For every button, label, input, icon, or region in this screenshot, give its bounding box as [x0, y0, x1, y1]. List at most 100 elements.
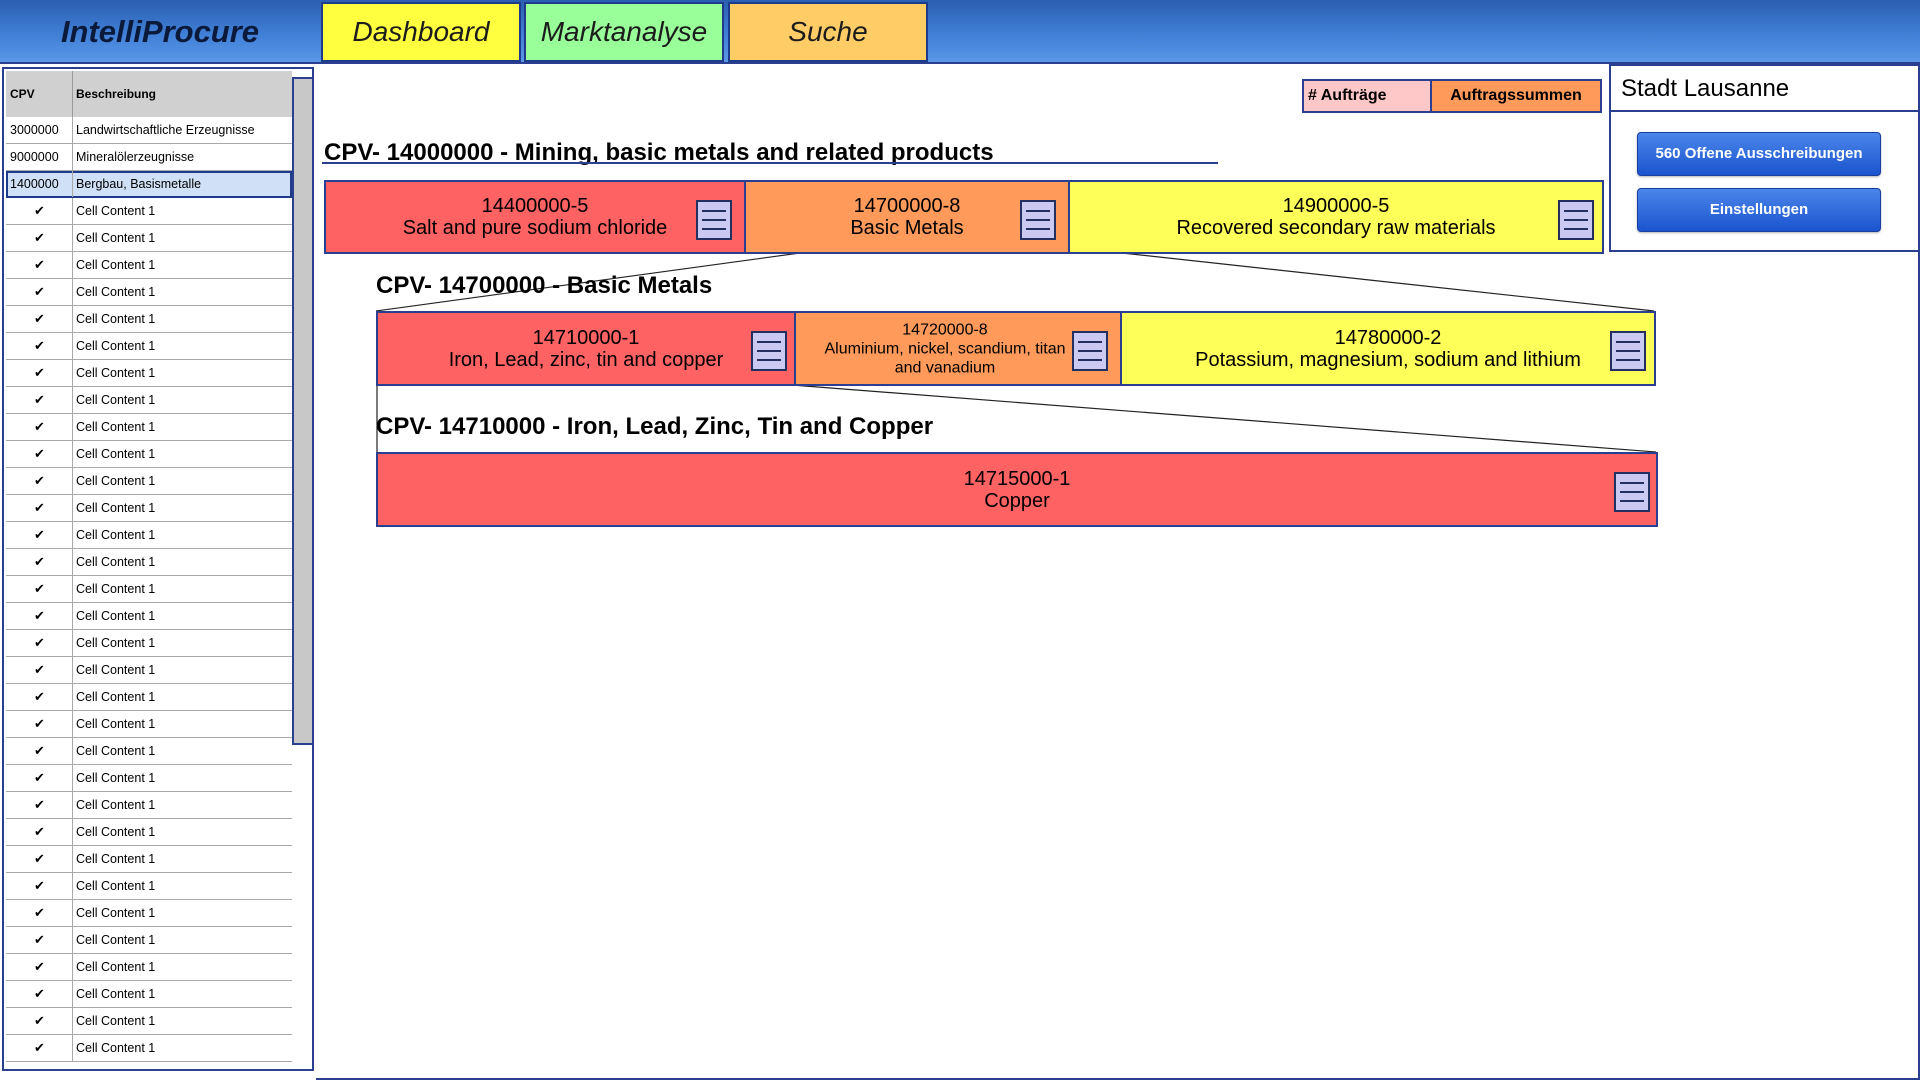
table-row[interactable]: ✔Cell Content 1	[6, 387, 292, 414]
checkbox[interactable]: ✔	[34, 257, 45, 272]
table-row[interactable]: ✔Cell Content 1	[6, 279, 292, 306]
checkbox[interactable]: ✔	[34, 1040, 45, 1055]
checkbox[interactable]: ✔	[34, 527, 45, 542]
checkbox[interactable]: ✔	[34, 500, 45, 515]
checkbox[interactable]: ✔	[34, 338, 45, 353]
table-row[interactable]: ✔Cell Content 1	[6, 657, 292, 684]
checkbox[interactable]: ✔	[34, 392, 45, 407]
checkbox[interactable]: ✔	[34, 986, 45, 1001]
checkbox[interactable]: ✔	[34, 770, 45, 785]
checkbox[interactable]: ✔	[34, 959, 45, 974]
table-row[interactable]: ✔Cell Content 1	[6, 846, 292, 873]
checkbox[interactable]: ✔	[34, 716, 45, 731]
table-row[interactable]: ✔Cell Content 1	[6, 765, 292, 792]
checkbox[interactable]: ✔	[34, 878, 45, 893]
cell-content: Cell Content 1	[76, 474, 156, 488]
table-row[interactable]: ✔Cell Content 1	[6, 549, 292, 576]
legend-count[interactable]: # Aufträge	[1304, 81, 1432, 111]
table-row[interactable]: ✔Cell Content 1	[6, 630, 292, 657]
checkbox[interactable]: ✔	[34, 662, 45, 677]
document-icon[interactable]	[1610, 331, 1646, 371]
document-icon[interactable]	[1020, 200, 1056, 240]
column-header-beschreibung[interactable]: Beschreibung	[76, 87, 157, 101]
table-row[interactable]: ✔Cell Content 1	[6, 684, 292, 711]
checkbox[interactable]: ✔	[34, 203, 45, 218]
table-row[interactable]: ✔Cell Content 1	[6, 738, 292, 765]
checkbox[interactable]: ✔	[34, 608, 45, 623]
client-name: Stadt Lausanne	[1611, 66, 1918, 112]
checkbox[interactable]: ✔	[34, 230, 45, 245]
checkbox[interactable]: ✔	[34, 1013, 45, 1028]
checkbox[interactable]: ✔	[34, 554, 45, 569]
table-row[interactable]: ✔Cell Content 1	[6, 441, 292, 468]
checkbox[interactable]: ✔	[34, 797, 45, 812]
table-row[interactable]: ✔Cell Content 1	[6, 819, 292, 846]
checkbox[interactable]: ✔	[34, 743, 45, 758]
cpv-code: 9000000	[10, 150, 59, 164]
table-row[interactable]: ✔Cell Content 1	[6, 333, 292, 360]
checkbox[interactable]: ✔	[34, 905, 45, 920]
table-row[interactable]: ✔Cell Content 1	[6, 711, 292, 738]
legend-sum[interactable]: Auftragssummen	[1432, 81, 1600, 111]
checkbox[interactable]: ✔	[34, 932, 45, 947]
table-row[interactable]: ✔Cell Content 1	[6, 414, 292, 441]
checkbox[interactable]: ✔	[34, 851, 45, 866]
table-row[interactable]: ✔Cell Content 1	[6, 198, 292, 225]
settings-button[interactable]: Einstellungen	[1637, 188, 1881, 232]
document-icon[interactable]	[696, 200, 732, 240]
table-row[interactable]: ✔Cell Content 1	[6, 927, 292, 954]
table-row[interactable]: ✔Cell Content 1	[6, 522, 292, 549]
table-row[interactable]: ✔ Cell Content 1	[6, 468, 292, 495]
document-icon[interactable]	[751, 331, 787, 371]
checkbox[interactable]: ✔	[34, 419, 45, 434]
table-row[interactable]: ✔Cell Content 1	[6, 576, 292, 603]
document-icon[interactable]	[1558, 200, 1594, 240]
checkbox[interactable]: ✔	[34, 635, 45, 650]
table-scrollbar[interactable]	[292, 77, 312, 745]
cell-content: Cell Content 1	[76, 879, 156, 893]
table-row[interactable]: ✔Cell Content 1	[6, 225, 292, 252]
cell-content: Cell Content 1	[76, 906, 156, 920]
checkbox[interactable]: ✔	[34, 689, 45, 704]
table-row[interactable]: ✔Cell Content 1	[6, 360, 292, 387]
checkbox[interactable]: ✔	[34, 473, 45, 488]
document-icon[interactable]	[1614, 472, 1650, 512]
checkbox[interactable]: ✔	[34, 311, 45, 326]
open-tenders-button[interactable]: 560 Offene Ausschreibungen	[1637, 132, 1881, 176]
table-row[interactable]: ✔Cell Content 1	[6, 603, 292, 630]
checkbox[interactable]: ✔	[34, 824, 45, 839]
table-row[interactable]: ✔Cell Content 1	[6, 792, 292, 819]
tab-suche[interactable]: Suche	[728, 2, 928, 62]
tab-dashboard[interactable]: Dashboard	[321, 2, 521, 62]
table-row[interactable]: ✔ Cell Content 1	[6, 873, 292, 900]
tab-marktanalyse[interactable]: Marktanalyse	[524, 2, 724, 62]
table-row[interactable]: ✔ Cell Content 1	[6, 900, 292, 927]
table-row[interactable]: ✔Cell Content 1	[6, 306, 292, 333]
table-row[interactable]: ✔Cell Content 1	[6, 252, 292, 279]
table-row[interactable]: ✔Cell Content 1	[6, 495, 292, 522]
checkbox[interactable]: ✔	[34, 284, 45, 299]
column-header-cpv[interactable]: CPV	[10, 87, 35, 101]
top-bar: IntelliProcure Dashboard Marktanalyse Su…	[0, 0, 1920, 64]
checkbox[interactable]: ✔	[34, 365, 45, 380]
table-row[interactable]: ✔Cell Content 1	[6, 981, 292, 1008]
document-icon[interactable]	[1072, 331, 1108, 371]
table-row[interactable]: ✔Cell Content 1	[6, 954, 292, 981]
checkbox[interactable]: ✔	[34, 446, 45, 461]
checkbox[interactable]: ✔	[34, 581, 45, 596]
table-row[interactable]: ✔Cell Content 1	[6, 1008, 292, 1035]
table-row[interactable]: ✔Cell Content 1	[6, 1035, 292, 1062]
app-logo: IntelliProcure	[60, 14, 260, 49]
